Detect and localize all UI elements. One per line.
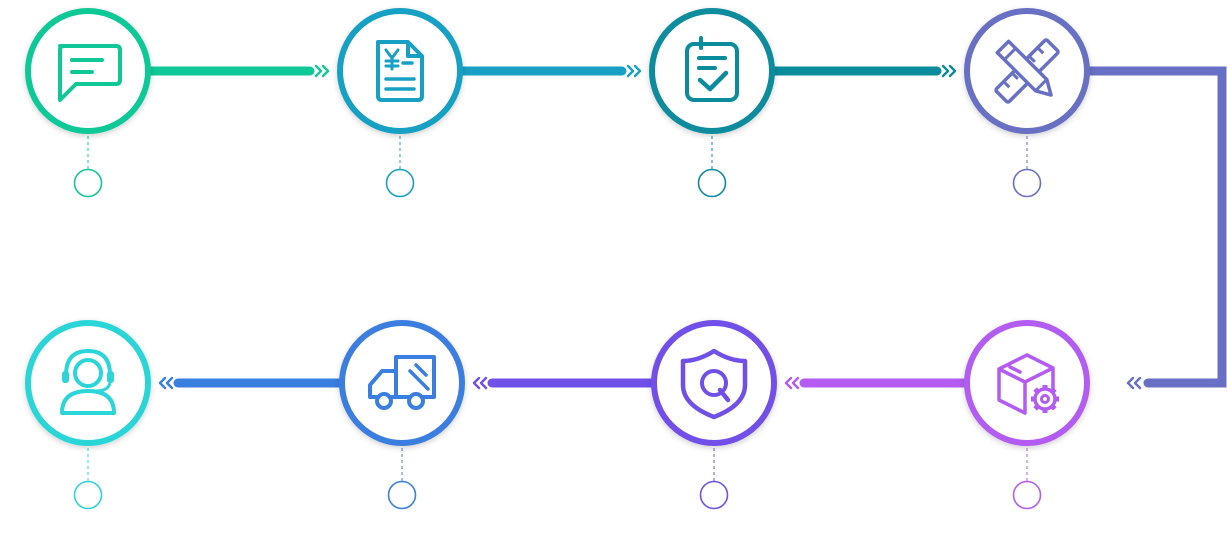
connector-consult-to-quote	[143, 64, 330, 78]
step-ring	[339, 320, 465, 446]
step-node-delivery	[339, 320, 465, 510]
step-ring	[964, 320, 1090, 446]
step-node-quote	[337, 8, 463, 198]
step-node-consult	[25, 8, 151, 198]
step-node-inspection	[651, 320, 777, 510]
step-ring	[337, 8, 463, 134]
step-marker-circle	[697, 168, 727, 198]
step-marker-circle	[385, 168, 415, 198]
step-marker-circle	[73, 480, 103, 510]
step-node-production	[964, 320, 1090, 510]
step-marker-circle	[1012, 480, 1042, 510]
box-gear-icon	[997, 353, 1059, 415]
step-ring	[25, 320, 151, 446]
step-marker-circle	[387, 480, 417, 510]
chat-bubble-icon	[58, 44, 122, 102]
connector-production-to-inspection	[784, 376, 972, 390]
headset-agent-icon	[60, 348, 116, 415]
connector-quote-to-contract	[455, 64, 642, 78]
pencil-ruler-icon	[994, 38, 1060, 104]
step-marker-circle	[1012, 168, 1042, 198]
connector-inspection-to-delivery	[472, 376, 659, 390]
step-marker-circle	[699, 480, 729, 510]
shield-q-icon	[680, 348, 748, 420]
step-node-design	[964, 8, 1090, 198]
step-ring	[649, 8, 775, 134]
checklist-icon	[685, 36, 739, 102]
step-node-contract	[649, 8, 775, 198]
step-marker-circle	[73, 168, 103, 198]
connector-contract-to-design	[767, 64, 957, 78]
step-ring	[651, 320, 777, 446]
step-node-after-sales	[25, 320, 151, 510]
quote-document-icon	[376, 40, 424, 102]
connector-delivery-to-after-sales	[158, 376, 347, 390]
delivery-truck-icon	[368, 355, 436, 410]
connector-design-to-production	[1082, 66, 1227, 390]
